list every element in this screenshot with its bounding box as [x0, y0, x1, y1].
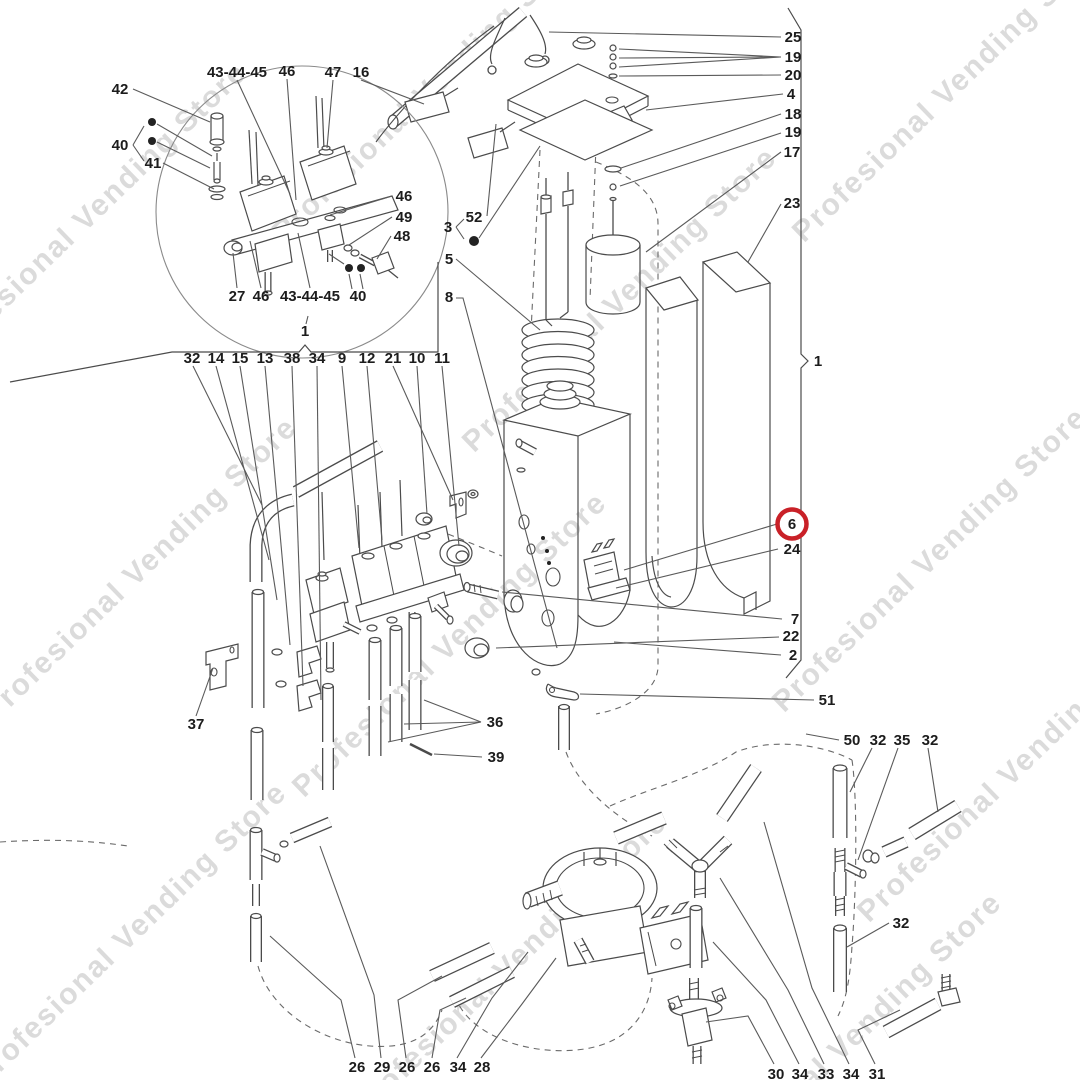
callout-label-34: 34	[792, 1066, 809, 1080]
callout-label-5: 5	[445, 251, 453, 268]
callout-label-23: 23	[784, 195, 801, 212]
callout-label-49: 49	[396, 209, 413, 226]
callout-label-41: 41	[145, 155, 162, 172]
callout-label-4: 4	[787, 86, 796, 103]
callout-label-33: 33	[818, 1066, 835, 1080]
callout-label-12: 12	[359, 350, 376, 367]
callout-label-42: 42	[112, 81, 129, 98]
callout-label-47: 47	[325, 64, 342, 81]
callout-label-1: 1	[301, 323, 309, 340]
callout-label-43-44-45: 43-44-45	[207, 64, 267, 81]
callout-label-36: 36	[487, 714, 504, 731]
callout-label-21: 21	[385, 350, 402, 367]
callout-label-38: 38	[284, 350, 301, 367]
callout-label-30: 30	[768, 1066, 785, 1080]
callout-label-34: 34	[450, 1059, 467, 1076]
callout-label-37: 37	[188, 716, 205, 733]
callout-label-46: 46	[253, 288, 270, 305]
callout-label-50: 50	[844, 732, 861, 749]
callout-label-19: 19	[785, 49, 802, 66]
callout-label-26: 26	[424, 1059, 441, 1076]
callout-label-40: 40	[350, 288, 367, 305]
callout-label-1: 1	[814, 353, 822, 370]
callout-label-2: 2	[789, 647, 797, 664]
callout-label-34: 34	[309, 350, 326, 367]
callout-label-32: 32	[870, 732, 887, 749]
callout-label-20: 20	[785, 67, 802, 84]
highlighted-callout: 6	[788, 516, 796, 533]
callout-label-27: 27	[229, 288, 246, 305]
callout-label-48: 48	[394, 228, 411, 245]
callout-label-18: 18	[785, 106, 802, 123]
callout-label-52: 52	[466, 209, 483, 226]
callout-label-46: 46	[279, 63, 296, 80]
callout-label-43-44-45: 43-44-45	[280, 288, 340, 305]
callout-label-16: 16	[353, 64, 370, 81]
callout-label-32: 32	[184, 350, 201, 367]
callout-label-8: 8	[445, 289, 453, 306]
callout-label-46: 46	[396, 188, 413, 205]
callout-label-10: 10	[409, 350, 426, 367]
callout-label-25: 25	[785, 29, 802, 46]
callout-label-7: 7	[791, 611, 799, 628]
callout-label-39: 39	[488, 749, 505, 766]
callout-label-13: 13	[257, 350, 274, 367]
callout-label-51: 51	[819, 692, 836, 709]
callout-label-22: 22	[783, 628, 800, 645]
callout-label-19: 19	[785, 124, 802, 141]
callout-label-28: 28	[474, 1059, 491, 1076]
callout-label-24: 24	[784, 541, 801, 558]
callout-label-11: 11	[434, 350, 450, 367]
callout-label-35: 35	[894, 732, 911, 749]
callout-label-26: 26	[349, 1059, 366, 1076]
callout-label-40: 40	[112, 137, 129, 154]
callout-label-3: 3	[444, 219, 452, 236]
callout-label-29: 29	[374, 1059, 391, 1076]
callout-label-9: 9	[338, 350, 346, 367]
callout-label-32: 32	[922, 732, 939, 749]
callout-label-17: 17	[784, 144, 801, 161]
callout-label-14: 14	[208, 350, 225, 367]
callout-label-15: 15	[232, 350, 249, 367]
callout-label-26: 26	[399, 1059, 416, 1076]
callout-label-34: 34	[843, 1066, 860, 1080]
highlight-circle	[775, 507, 809, 541]
callout-label-32: 32	[893, 915, 910, 932]
callout-label-31: 31	[869, 1066, 886, 1080]
